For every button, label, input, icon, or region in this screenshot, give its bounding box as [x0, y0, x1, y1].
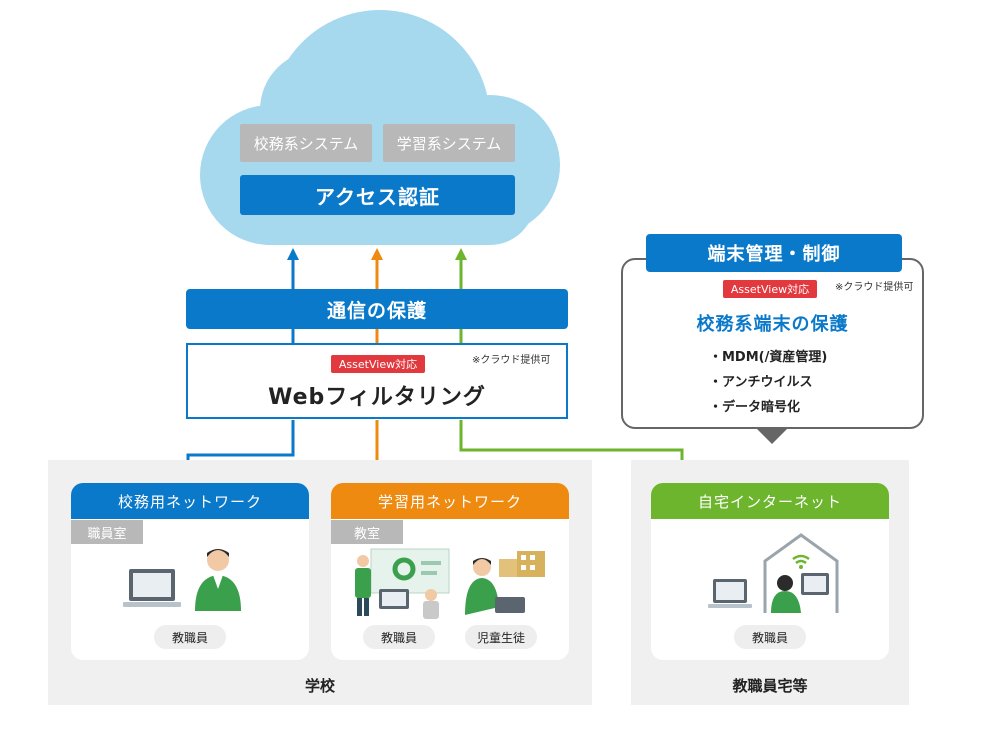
room-label: 職員室: [71, 520, 143, 544]
device-management-header: 端末管理・制御: [646, 234, 902, 272]
cloud-note: ※クラウド提供可: [472, 355, 551, 366]
cloud-note: ※クラウド提供可: [835, 282, 914, 293]
blue-arrowhead: [287, 248, 299, 260]
house-icon: [763, 533, 839, 613]
room-label: 教室: [331, 520, 403, 544]
school-area-label: 学校: [304, 677, 335, 695]
admin-network-card: 校務用ネットワーク 職員室 教職員: [71, 483, 309, 660]
laptop-icon: [123, 569, 181, 607]
student-icon: [465, 558, 525, 615]
person-icon: [195, 549, 241, 611]
web-filtering-label: Webフィルタリング: [268, 385, 486, 410]
device-management-bubble: AssetView対応 ※クラウド提供可 校務系端末の保護 ・MDM(/資産管理…: [621, 258, 924, 429]
classroom-illustration: [355, 548, 545, 619]
laptop-icon: [379, 589, 409, 609]
role-pill-staff: 教職員: [154, 625, 226, 649]
orange-arrowhead: [371, 248, 383, 260]
system-box-admin: 校務系システム: [240, 124, 372, 162]
teacher-icon: [355, 555, 371, 616]
home-area-label: 教職員宅等: [732, 677, 808, 695]
communication-protection-band: 通信の保護: [186, 289, 568, 329]
bubble-pointer: [756, 428, 788, 444]
home-worker-illustration: [708, 533, 839, 613]
school-building-icon: [499, 551, 545, 577]
assetview-badge: AssetView対応: [331, 355, 425, 373]
person-at-monitor-icon: [771, 573, 829, 613]
wifi-icon: [792, 554, 810, 565]
system-box-learning: 学習系システム: [383, 124, 515, 162]
assetview-badge: AssetView対応: [723, 280, 817, 298]
learning-network-header: 学習用ネットワーク: [331, 483, 569, 519]
access-auth-box: アクセス認証: [240, 175, 515, 215]
role-pill-staff: 教職員: [734, 625, 806, 649]
admin-network-header: 校務用ネットワーク: [71, 483, 309, 519]
role-pill-students: 児童生徒: [465, 625, 537, 649]
green-arrowhead: [455, 248, 467, 260]
home-internet-header: 自宅インターネット: [651, 483, 889, 519]
list-item: ・MDM(/資産管理): [709, 350, 828, 365]
staff-person-icon: [423, 589, 439, 619]
whiteboard-icon: [370, 548, 450, 594]
role-pill-staff: 教職員: [363, 625, 435, 649]
laptop-icon: [708, 579, 752, 608]
list-item: ・データ暗号化: [709, 400, 801, 415]
staff-with-laptop-illustration: [123, 549, 241, 611]
learning-network-card: 学習用ネットワーク 教室: [331, 483, 569, 660]
device-protection-title: 校務系端末の保護: [696, 314, 849, 335]
web-filtering-box: AssetView対応 ※クラウド提供可 Webフィルタリング: [186, 343, 568, 419]
list-item: ・アンチウイルス: [709, 375, 813, 390]
home-network-card: 自宅インターネット 教職員: [651, 483, 889, 660]
